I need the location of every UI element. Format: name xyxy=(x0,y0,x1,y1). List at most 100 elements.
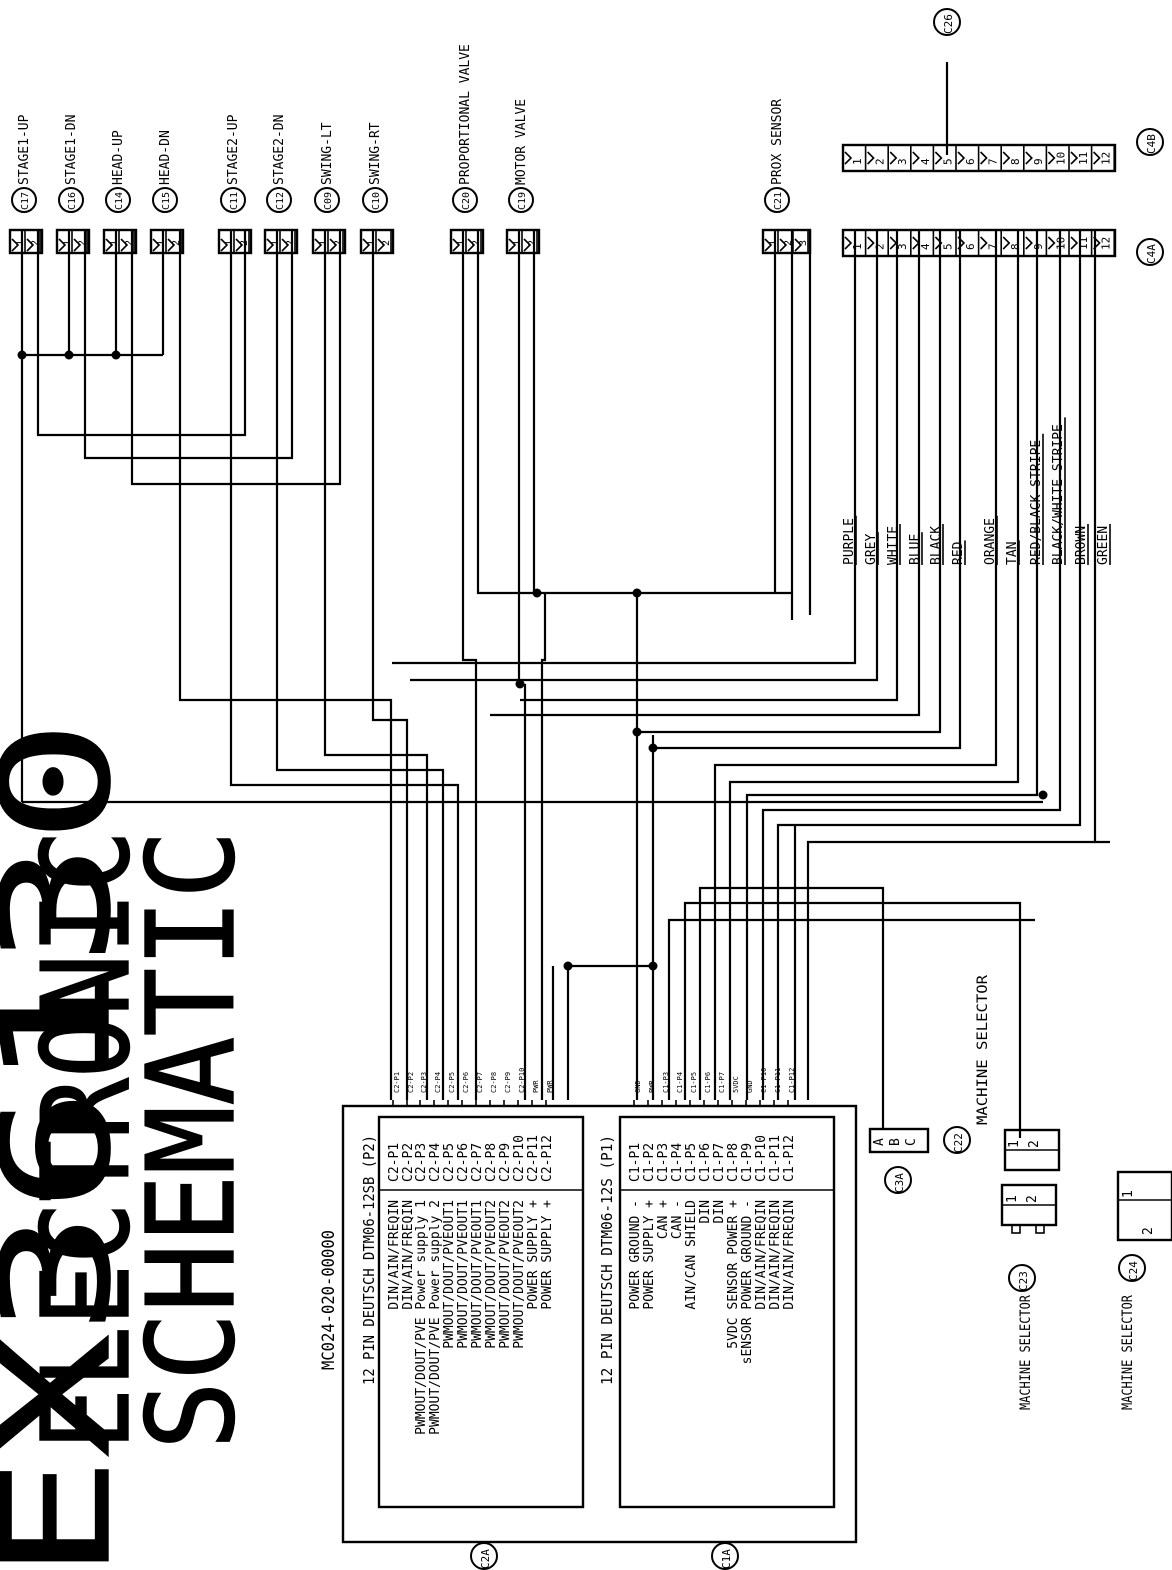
p1-pin-desc: CAN + xyxy=(656,1200,671,1239)
connector-pin-number: 2 xyxy=(381,240,392,246)
connector-pin-number: 1 xyxy=(768,240,779,246)
strip-pin-number: 9 xyxy=(1032,243,1045,250)
p1-pin-desc: POWER GROUND - xyxy=(628,1200,643,1310)
connector-pin-number: 2 xyxy=(285,240,296,246)
wire-color-label: RED/BLACK STRIPE xyxy=(1029,440,1044,565)
c24-connector: 1 2 C24 MACHINE SELECTOR xyxy=(1116,1170,1172,1410)
wire-color-label: PURPLE xyxy=(842,518,857,565)
c24-id: C24 xyxy=(1127,1261,1140,1281)
strip-pin-number: 11 xyxy=(1077,237,1090,250)
connector-pin-number: 1 xyxy=(270,240,281,246)
connector-pin-number: 2 xyxy=(171,240,182,246)
wire-color-label: TAN xyxy=(1005,542,1020,565)
c3a-pin-letter: C xyxy=(904,1138,919,1146)
p2-pin-tag: C2-P10 xyxy=(518,1068,526,1093)
strip-pin-number: 12 xyxy=(1100,152,1113,165)
strip-pin-number: 1 xyxy=(851,243,864,250)
junction-dots xyxy=(17,350,1048,971)
wire-color-label: ORANGE xyxy=(983,518,998,565)
strip-pin-number: 7 xyxy=(987,158,1000,165)
p2-pin-tag: C2-P9 xyxy=(504,1072,512,1093)
connector-label: STAGE1-UP xyxy=(17,114,32,185)
connector-id: C19 xyxy=(517,192,528,210)
connector-pin-number: 1 xyxy=(156,240,167,246)
p1-pin-tag: C1-P4 xyxy=(676,1072,684,1093)
wire-color-label: GREEN xyxy=(1096,526,1111,565)
c23-label: MACHINE SELECTOR xyxy=(1018,1295,1034,1410)
connector-pin-number: 1 xyxy=(366,240,377,246)
p1-pin-tag: GND xyxy=(746,1080,754,1093)
connector-id: C17 xyxy=(20,192,31,210)
wire-color-label: BLACK/WHITE STRIPE xyxy=(1051,424,1066,565)
p2-pin-desc: POWER SUPPLY + xyxy=(526,1200,541,1310)
schematic-title: EX36130 ELECTRONIC SCHEMATIC xyxy=(0,719,263,1570)
p1-header: 12 PIN DEUTSCH DTM06-12S (P1) xyxy=(598,1135,616,1385)
connector-pin-number: 2 xyxy=(527,240,538,246)
p2-pin-desc: PWMOUT/DOUT/PVEOUT1 xyxy=(442,1200,457,1349)
strip-pin-number: 4 xyxy=(919,243,932,250)
connector-id: C12 xyxy=(275,192,286,210)
p2-pin-desc: POWER SUPPLY + xyxy=(540,1200,555,1310)
strip-pin-number: 10 xyxy=(1054,237,1067,250)
p2-pin-desc: DIN/AIN/FREQIN xyxy=(387,1200,402,1310)
connector-pin-number: 2 xyxy=(333,240,344,246)
c2a-id: C2A xyxy=(479,1549,492,1569)
p1-pin-id: C1-P8 xyxy=(726,1143,741,1182)
p2-pin-id: C2-P4 xyxy=(428,1143,443,1182)
strip-pin-number: 12 xyxy=(1100,237,1113,250)
p2-pin-tag: C2-P1 xyxy=(393,1072,401,1093)
strip-pin-number: 8 xyxy=(1009,243,1022,250)
wire-color-label: BLACK xyxy=(929,526,944,565)
connector-id: C15 xyxy=(161,192,172,210)
strip-pin-number: 3 xyxy=(896,243,909,250)
p1-pin-desc: POWER SUPPLY + xyxy=(642,1200,657,1310)
p2-pin-tag: C2-P8 xyxy=(490,1072,498,1093)
c3a-id: C3A xyxy=(893,1173,906,1193)
p1-pin-tag: C1-P3 xyxy=(662,1072,670,1093)
p1-pin-id: C1-P1 xyxy=(628,1143,643,1182)
p1-pin-tag: C1-P6 xyxy=(704,1072,712,1093)
p2-pin-tag: C2-P4 xyxy=(434,1072,442,1093)
c23-pin2: 2 xyxy=(1025,1195,1040,1203)
p2-pin-id: C2-P6 xyxy=(456,1143,471,1182)
p2-pin-tag: PWR xyxy=(532,1080,540,1093)
connector-pin-number: 1 xyxy=(318,240,329,246)
p2-pin-desc: PWMOUT/DOUT/PVE Power supply 2 xyxy=(428,1200,443,1435)
c1a-tag: C1A xyxy=(711,1542,739,1570)
p2-pin-id: C2-P2 xyxy=(401,1143,416,1182)
p2-pin-id: C2-P9 xyxy=(498,1143,513,1182)
c4b-id: C4B xyxy=(1145,134,1158,154)
p2-pin-id: C2-P11 xyxy=(526,1135,541,1182)
connector-label: STAGE2-DN xyxy=(272,115,287,185)
p1-pin-id: C1-P10 xyxy=(754,1135,769,1182)
p1-pin-desc: AIN/CAN SHIELD xyxy=(684,1200,699,1310)
p2-pin-desc: PWMOUT/DOUT/PVEOUT1 xyxy=(470,1200,485,1349)
p1-pin-id: C1-P9 xyxy=(740,1143,755,1182)
p2-pin-id: C2-P5 xyxy=(442,1143,457,1182)
p2-pin-desc: PWMOUT/DOUT/PVEOUT2 xyxy=(484,1200,499,1349)
c24-pin1: 1 xyxy=(1121,1190,1136,1198)
p2-header: 12 PIN DEUTSCH DTM06-12SB (P2) xyxy=(360,1135,378,1385)
p2-pin-desc: PWMOUT/DOUT/PVEOUT2 xyxy=(512,1200,527,1349)
p1-pin-desc: DIN/AIN/FREQIN xyxy=(782,1200,797,1310)
wire-color-label: RED xyxy=(951,541,966,565)
controller-module: MC024-020-00000 12 PIN DEUTSCH DTM06-12S… xyxy=(319,1068,858,1544)
c26-id: C26 xyxy=(942,14,955,34)
c22-label: MACHINE SELECTOR xyxy=(975,974,991,1125)
c24-pin2: 2 xyxy=(1141,1227,1156,1235)
connector-pin-number: 2 xyxy=(30,240,41,246)
c3a-pin-letter: A xyxy=(872,1138,887,1146)
c2a-tag: C2A xyxy=(470,1542,498,1570)
c23-connector: 1 2 C23 MACHINE SELECTOR xyxy=(1000,1183,1058,1410)
wiring xyxy=(20,62,1110,1138)
c23-id: C23 xyxy=(1017,1271,1030,1291)
p1-pin-desc: 5VDC SENSOR POWER + xyxy=(726,1200,741,1349)
